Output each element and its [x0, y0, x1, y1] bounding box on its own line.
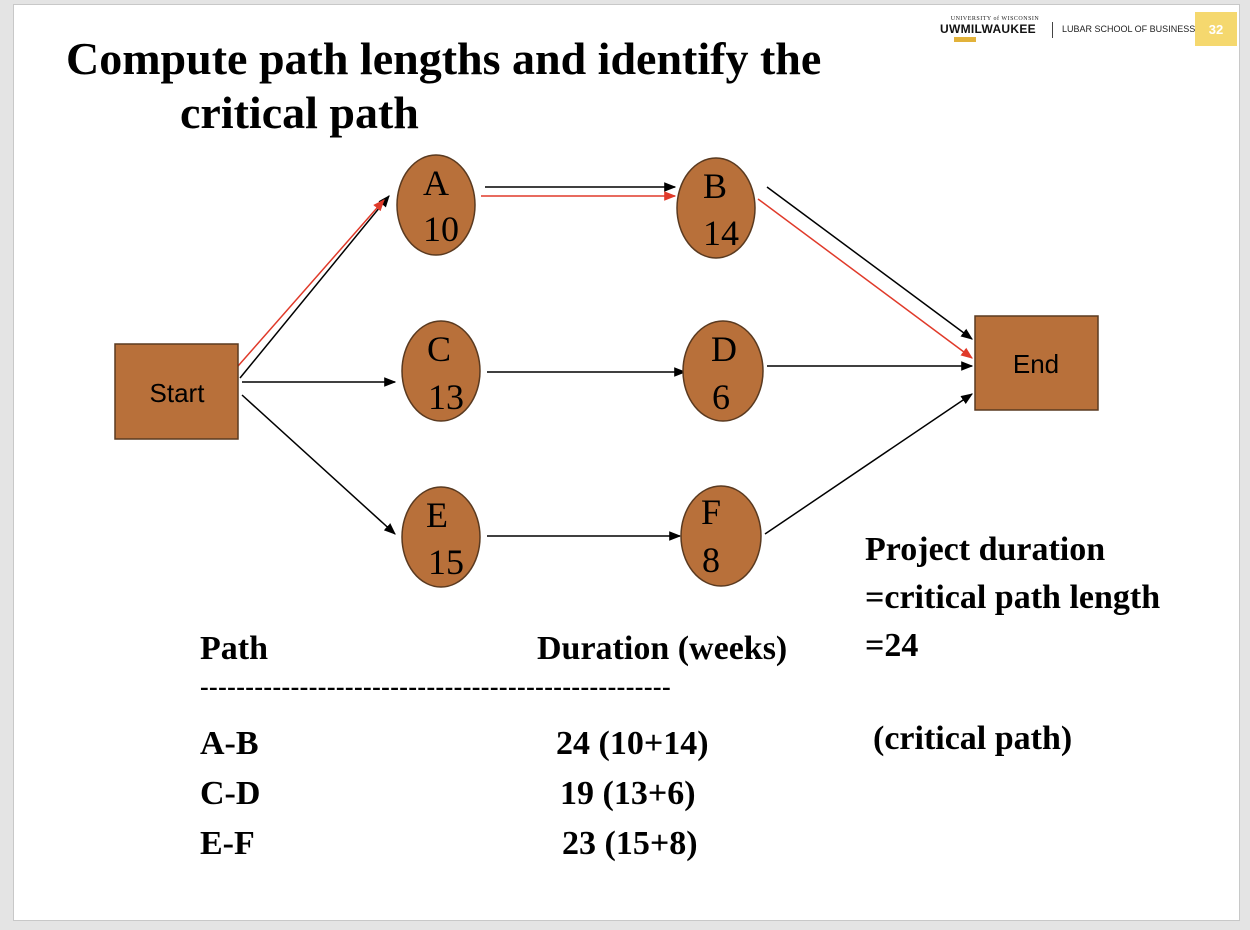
activity-d-id: D [711, 329, 737, 369]
activity-node-e: E 15 [401, 486, 481, 588]
activity-e-id: E [426, 495, 448, 535]
end-node-label: End [1013, 349, 1059, 379]
end-node [974, 315, 1099, 411]
page-title-line-2: critical path [180, 87, 419, 138]
arrow-start-e [241, 394, 396, 535]
project-duration-line-2: =critical path length [865, 579, 1161, 616]
activity-d-duration: 6 [712, 377, 730, 417]
table-row-path: A-B [200, 725, 259, 762]
activity-a-duration: 10 [423, 209, 459, 249]
table-row-note: (critical path) [873, 720, 1073, 757]
activity-f-id: F [701, 492, 721, 532]
logo-university-text: UNIVERSITY of WISCONSIN [950, 16, 1040, 22]
page-number-badge: 32 [1195, 12, 1237, 46]
critical-arrow-start-a [230, 199, 385, 375]
arrow-start-a [239, 195, 390, 379]
activity-node-a: A 10 [396, 154, 476, 256]
table-row-path: C-D [200, 775, 261, 812]
table-row-duration: 23 (15+8) [562, 825, 698, 862]
arrow-b-end [766, 186, 973, 340]
start-node-label: Start [150, 378, 206, 408]
logo-milwaukee-text: UWMILWAUKEE [940, 22, 1036, 36]
activity-c-id: C [427, 329, 451, 369]
start-node [114, 343, 239, 440]
activity-e-duration: 15 [428, 542, 464, 582]
project-duration-line-1: Project duration [865, 531, 1106, 568]
university-logo: UNIVERSITY of WISCONSIN UWMILWAUKEE [940, 16, 1050, 42]
activity-a-id: A [423, 163, 449, 203]
table-divider: ----------------------------------------… [200, 672, 672, 701]
activity-node-b: B 14 [676, 157, 756, 259]
slide [13, 4, 1240, 921]
table-header-duration: Duration (weeks) [537, 630, 788, 667]
arrow-f-end [764, 393, 973, 535]
table-header-path: Path [200, 630, 268, 667]
table-row-path: E-F [200, 825, 255, 862]
logo-flag-icon [954, 37, 976, 42]
activity-c-duration: 13 [428, 377, 464, 417]
activity-node-f: F 8 [680, 485, 762, 587]
table-row-duration: 24 (10+14) [556, 725, 709, 762]
critical-arrow-b-end [757, 198, 973, 359]
logo-divider [1052, 22, 1053, 38]
project-duration-note: Project duration =critical path length =… [865, 530, 1160, 666]
table-row-duration: 19 (13+6) [560, 775, 696, 812]
activity-f-duration: 8 [702, 540, 720, 580]
activity-node-d: D 6 [682, 320, 764, 422]
logo-school-text: LUBAR SCHOOL OF BUSINESS [1062, 24, 1196, 34]
activity-b-duration: 14 [703, 213, 739, 253]
project-duration-line-3: =24 [865, 627, 919, 664]
page-title-line-1: Compute path lengths and identify the [66, 33, 822, 84]
activity-b-id: B [703, 166, 727, 206]
activity-node-c: C 13 [401, 320, 481, 422]
